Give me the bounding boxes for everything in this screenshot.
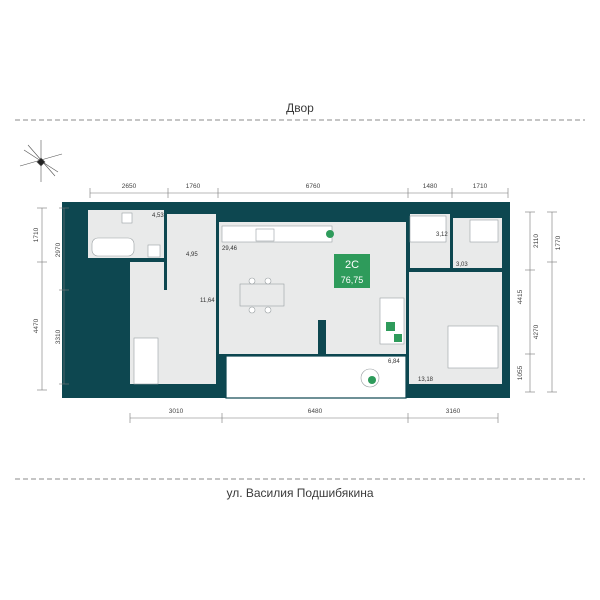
room-area-bedroom-right: 13,18: [418, 377, 434, 383]
dim-top-3: 6760: [306, 183, 321, 190]
compass-icon: [19, 140, 63, 182]
dim-bottom-2: 6480: [308, 408, 323, 415]
furniture-icons: [91, 212, 499, 388]
bottom-dimension-line: [129, 413, 499, 423]
dim-right-inner-1: 1770: [555, 235, 562, 250]
dim-bottom-3: 3160: [446, 408, 461, 415]
apartment-type: 2С: [345, 259, 359, 271]
room-area-wardrobe: 3,03: [456, 262, 468, 268]
left-dimension-lines: [37, 207, 69, 391]
dim-top-5: 1710: [473, 183, 488, 190]
dim-top-1: 2650: [122, 183, 137, 190]
room-area-balcony: 6,84: [388, 359, 400, 365]
room-area-kitchen-living: 29,46: [222, 246, 238, 252]
dim-left-inner-2: 3310: [55, 329, 62, 344]
dim-left-outer-2: 4470: [33, 318, 40, 333]
dim-bottom-1: 3010: [169, 408, 184, 415]
dim-top-2: 1760: [186, 183, 201, 190]
room-area-wc: 4,53: [152, 213, 164, 219]
dim-right-outer-2: 4415: [517, 289, 524, 304]
interior-walls: [88, 210, 502, 390]
dim-right-outer-3: 1055: [517, 365, 524, 380]
street-label: ул. Василия Подшибякина: [226, 486, 374, 500]
top-dimension-line: [89, 188, 509, 198]
dim-right-inner-2: 4270: [533, 324, 540, 339]
room-area-corridor: 11,64: [200, 298, 215, 304]
room-floors: [88, 210, 502, 384]
apartment-badge: [334, 254, 370, 288]
courtyard-label: Двор: [286, 101, 314, 115]
dim-right-outer-1: 2110: [533, 234, 540, 248]
room-area-bath-small: 3,12: [436, 232, 448, 238]
plant-icons: [326, 230, 402, 384]
dim-left-inner-1: 2970: [55, 242, 62, 257]
room-area-hall: 4,95: [186, 252, 198, 258]
dim-left-outer-1: 1710: [33, 227, 40, 242]
right-dimension-lines: [525, 211, 557, 393]
dim-top-4: 1480: [423, 183, 438, 190]
apartment-area: 76,75: [341, 275, 364, 285]
